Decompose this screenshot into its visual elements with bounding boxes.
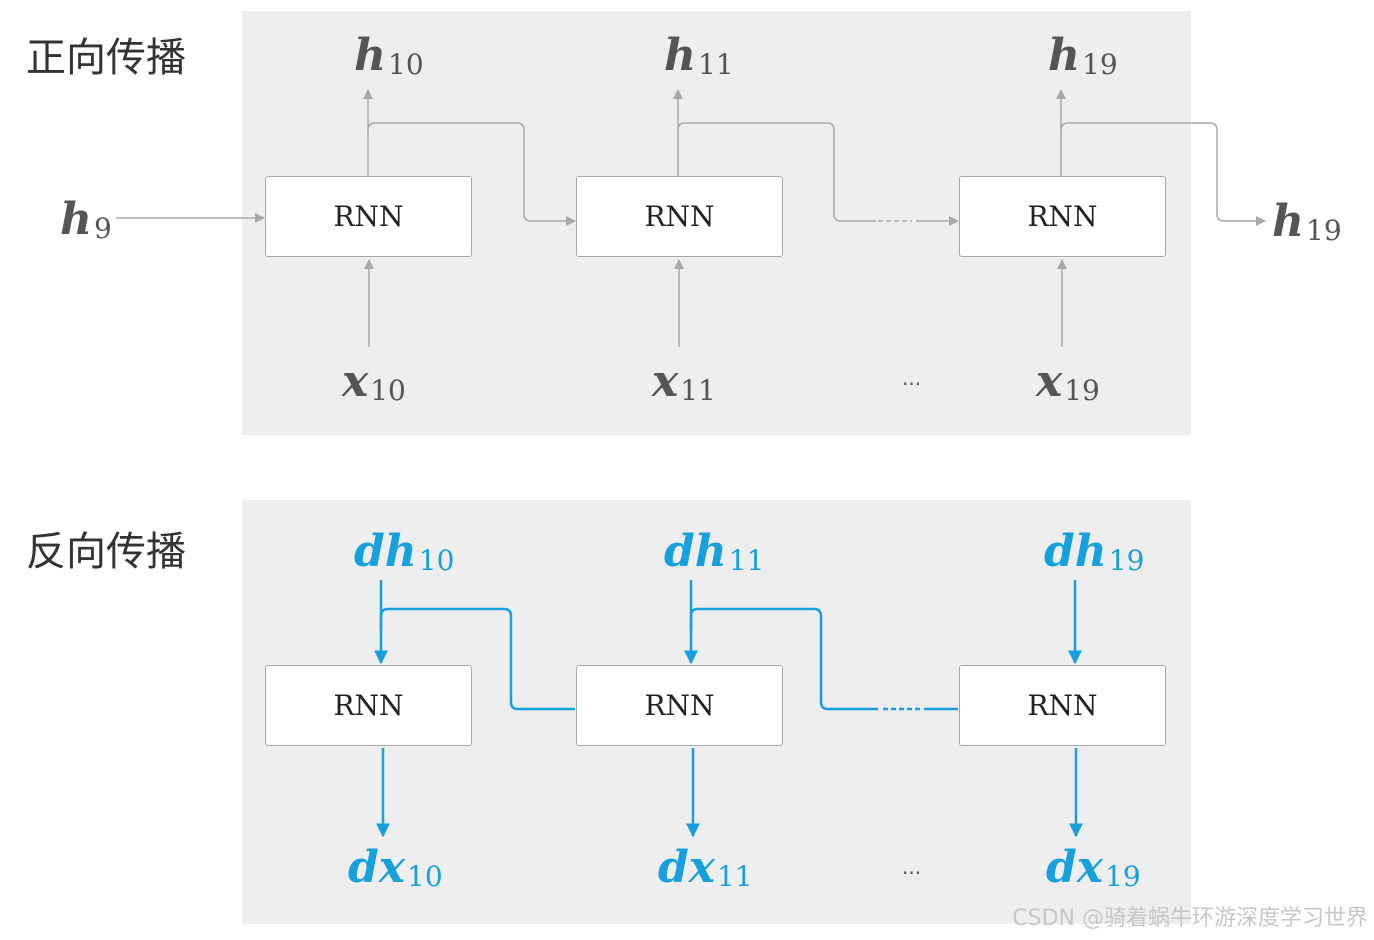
- backward-ellipsis: ...: [902, 855, 922, 879]
- forward-wires: [116, 89, 1266, 347]
- grad-dx19-label: dx19: [1046, 842, 1141, 894]
- state-cell1-to-cell2-arrow: [367, 122, 576, 226]
- forward-rnn-cell-1: RNN: [265, 176, 472, 257]
- grad-dx10-label: dx10: [348, 842, 443, 894]
- input-x10-label: x10: [342, 356, 406, 408]
- backward-rnn-cell-1: RNN: [265, 665, 472, 746]
- output-h11-label: h11: [664, 30, 734, 82]
- grad-dh11-label: dh11: [664, 526, 765, 578]
- grad-dh19-label: dh19: [1044, 526, 1145, 578]
- input-x19-label: x19: [1036, 356, 1100, 408]
- backward-rnn-cell-3: RNN: [959, 665, 1166, 746]
- grad-cell2-to-cell1-wire: [379, 607, 575, 711]
- backward-wires: [374, 580, 1083, 838]
- initial-state-h9-label: h9: [60, 194, 112, 246]
- backward-rnn-cell-2: RNN: [576, 665, 783, 746]
- forward-rnn-cell-3: RNN: [959, 176, 1166, 257]
- forward-rnn-cell-2: RNN: [576, 176, 783, 257]
- forward-title: 正向传播: [26, 35, 186, 81]
- grad-dh10-label: dh10: [354, 526, 455, 578]
- input-x11-label: x11: [652, 356, 716, 408]
- final-state-arrow: [1060, 122, 1266, 226]
- grad-dx11-label: dx11: [658, 842, 753, 894]
- backward-title: 反向传播: [26, 529, 186, 575]
- final-state-h19-label: h19: [1272, 196, 1342, 248]
- output-h19-label: h19: [1048, 30, 1118, 82]
- watermark: CSDN @骑着蜗牛环游深度学习世界: [1012, 906, 1368, 931]
- grad-into-cell2-wire: [689, 607, 878, 711]
- state-cell2-out-wire: [677, 122, 876, 222]
- output-h10-label: h10: [354, 30, 424, 82]
- forward-ellipsis: ...: [902, 366, 922, 390]
